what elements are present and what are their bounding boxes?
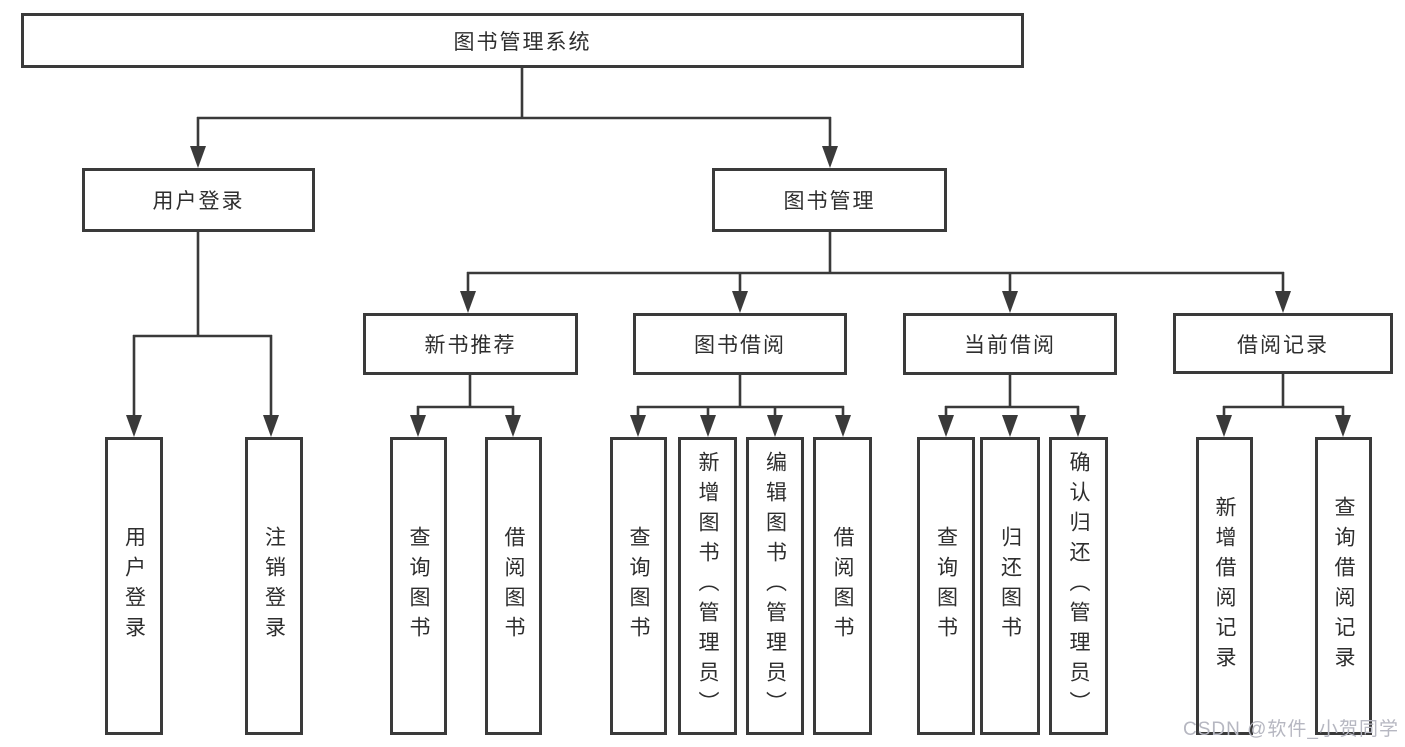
group-book-borrow: 图书借阅 <box>633 313 847 375</box>
group-current-borrow-label: 当前借阅 <box>964 334 1056 357</box>
leaf-query-book-current: 查询图书 <box>917 437 975 735</box>
leaf-edit-book-admin: 编辑图书（管理员） <box>746 437 804 735</box>
group-book-borrow-label: 图书借阅 <box>694 334 786 357</box>
group-borrow-records: 借阅记录 <box>1173 313 1393 374</box>
leaf-query-borrow-record: 查询借阅记录 <box>1315 437 1372 735</box>
leaf-add-book-admin: 新增图书（管理员） <box>678 437 737 735</box>
leaf-return-book: 归还图书 <box>980 437 1040 735</box>
leaf-borrow-book-recommend-label: 借阅图书 <box>502 526 525 646</box>
leaf-borrow-book-label: 借阅图书 <box>831 526 854 646</box>
leaf-confirm-return-admin-label: 确认归还（管理员） <box>1067 451 1090 721</box>
leaf-query-book-borrow-label: 查询图书 <box>627 526 650 646</box>
leaf-user-login-label: 用户登录 <box>122 526 146 646</box>
leaf-add-borrow-record: 新增借阅记录 <box>1196 437 1253 735</box>
group-borrow-records-label: 借阅记录 <box>1237 333 1329 357</box>
branch-user-login: 用户登录 <box>82 168 315 232</box>
group-new-book-recommend-label: 新书推荐 <box>424 334 517 357</box>
branch-book-management: 图书管理 <box>712 168 947 232</box>
leaf-borrow-book-recommend: 借阅图书 <box>485 437 542 735</box>
node-root: 图书管理系统 <box>21 13 1024 68</box>
csdn-watermark: CSDN @软件_小贺同学 <box>1183 719 1399 740</box>
group-new-book-recommend: 新书推荐 <box>363 313 578 375</box>
node-root-label: 图书管理系统 <box>453 30 592 54</box>
leaf-query-book-recommend: 查询图书 <box>390 437 447 735</box>
leaf-add-borrow-record-label: 新增借阅记录 <box>1213 496 1236 676</box>
leaf-logout-login-label: 注销登录 <box>262 526 286 646</box>
leaf-query-book-current-label: 查询图书 <box>934 526 958 646</box>
leaf-user-login: 用户登录 <box>105 437 163 735</box>
leaf-query-book-borrow: 查询图书 <box>610 437 667 735</box>
branch-book-management-label: 图书管理 <box>783 190 876 213</box>
branch-user-login-label: 用户登录 <box>152 190 245 213</box>
leaf-confirm-return-admin: 确认归还（管理员） <box>1049 437 1108 735</box>
leaf-query-borrow-record-label: 查询借阅记录 <box>1332 496 1355 676</box>
leaf-logout-login: 注销登录 <box>245 437 303 735</box>
leaf-borrow-book: 借阅图书 <box>813 437 872 735</box>
leaf-edit-book-admin-label: 编辑图书（管理员） <box>763 451 787 721</box>
leaf-query-book-recommend-label: 查询图书 <box>407 526 430 646</box>
group-current-borrow: 当前借阅 <box>903 313 1117 375</box>
leaf-return-book-label: 归还图书 <box>998 526 1022 646</box>
leaf-add-book-admin-label: 新增图书（管理员） <box>696 451 719 721</box>
